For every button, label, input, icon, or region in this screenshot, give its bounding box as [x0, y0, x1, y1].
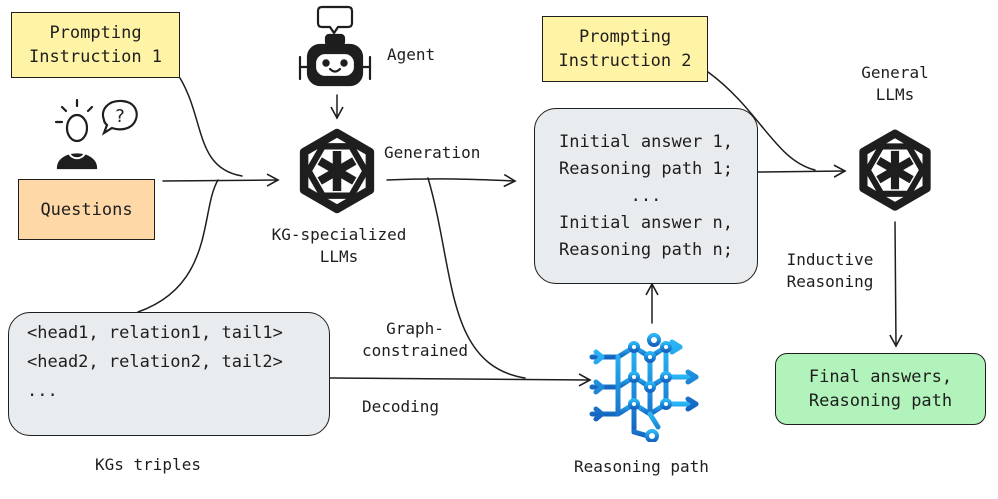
llm-to-decoding-connector — [427, 177, 526, 379]
answer-line-5: Reasoning path n; — [559, 239, 733, 260]
triples-to-llm-connector — [137, 179, 219, 313]
agent-label: Agent — [387, 45, 436, 64]
kg-llm-label: KG-specialized LLMs — [254, 224, 424, 268]
answer-line-1: Initial answer 1, — [559, 131, 733, 152]
prompt1-line-2: Instruction 1 — [28, 47, 163, 67]
final-answers-box: Final answers, Reasoning path — [775, 353, 986, 425]
questions-box: Questions — [18, 179, 155, 240]
general-llm-line-1: General — [861, 63, 929, 82]
decoding-arrow — [329, 373, 592, 387]
questions-label: Questions — [40, 199, 133, 220]
answer-line-3: ... — [630, 185, 662, 206]
prompting-instruction-2-box: Prompting Instruction 2 — [542, 16, 708, 82]
reasoning-path-icon — [589, 333, 699, 442]
inductive-line-2: Reasoning — [786, 272, 874, 291]
final-line-1: Final answers, — [808, 367, 953, 387]
person-question-icon: ? — [54, 98, 138, 170]
final-line-2: Reasoning path — [808, 391, 953, 411]
answer-line-4: Initial answer n, — [559, 212, 733, 233]
kg-triples-box: <head1, relation1, tail1> <head2, relati… — [8, 312, 330, 436]
answer-line-2: Reasoning path 1; — [559, 158, 733, 179]
kg-triples-label: KGs triples — [95, 455, 201, 474]
general-llm-label: General LLMs — [835, 62, 955, 106]
answers-to-general-arrow — [757, 164, 847, 178]
generation-arrow — [386, 173, 517, 188]
prompt2-line-1: Prompting — [578, 27, 672, 47]
prompt2-line-2: Instruction 2 — [558, 51, 692, 71]
llm-knot-icon — [299, 128, 375, 214]
initial-answers-box: Initial answer 1, Reasoning path 1; ... … — [534, 108, 758, 284]
triple-line-1: <head1, relation1, tail1> — [27, 323, 283, 343]
prompt1-to-llm-connector — [179, 77, 243, 177]
graph-constrained-label: Graph- constrained — [355, 318, 475, 362]
questions-to-llm-arrow — [162, 173, 280, 187]
triple-line-3: ... — [27, 381, 58, 401]
generation-label: Generation — [384, 143, 481, 162]
prompting-instruction-1-box: Prompting Instruction 1 — [11, 12, 180, 78]
kg-llm-line-1: KG-specialized — [271, 225, 407, 244]
robot-agent-icon — [298, 5, 372, 87]
prompt1-line-1: Prompting — [49, 23, 142, 43]
llm-knot-icon — [859, 129, 931, 211]
inductive-reasoning-label: Inductive Reasoning — [770, 249, 890, 293]
general-llm-line-2: LLMs — [875, 85, 915, 104]
prompt2-to-general-connector — [707, 71, 816, 171]
reasoning-path-label: Reasoning path — [574, 457, 709, 476]
svg-text:?: ? — [115, 106, 125, 127]
triple-line-2: <head2, relation2, tail2> — [27, 352, 283, 372]
graph-constrained-line-1: Graph- — [386, 319, 444, 338]
decoding-label: Decoding — [362, 397, 440, 416]
inductive-line-1: Inductive — [786, 250, 874, 269]
kg-llm-line-2: LLMs — [319, 247, 359, 266]
general-to-final-arrow — [889, 221, 903, 348]
graph-constrained-line-2: constrained — [362, 341, 468, 360]
